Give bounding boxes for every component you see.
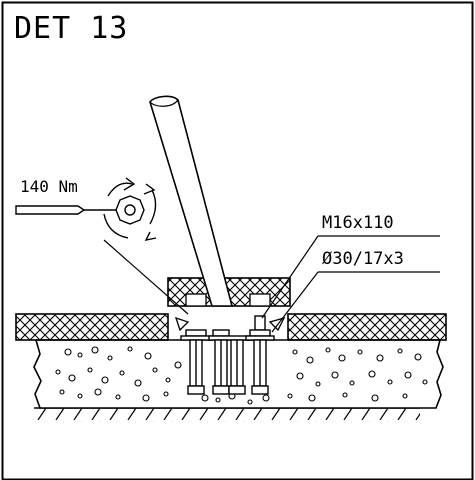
bolt-leader	[261, 235, 319, 319]
paving-slab-left	[15, 313, 169, 341]
left-indicator-arrow	[174, 316, 190, 332]
rotation-arrows-icon	[103, 177, 157, 241]
wrench-icon	[15, 205, 124, 215]
anchor-bolts	[180, 315, 275, 395]
torque-leader	[103, 239, 189, 315]
washer-leader	[271, 271, 319, 333]
pole-tube	[149, 95, 234, 307]
ground-line	[34, 407, 420, 422]
detail-title: DET 13	[14, 11, 128, 46]
paving-slab-right	[287, 313, 447, 341]
bolt-spec-label: M16x110	[322, 213, 394, 233]
torque-label: 140 Nm	[20, 177, 78, 196]
washer-spec-label: Ø30/17x3	[322, 249, 404, 269]
aggregate-stones	[55, 346, 428, 405]
hex-nut-icon	[115, 195, 145, 225]
